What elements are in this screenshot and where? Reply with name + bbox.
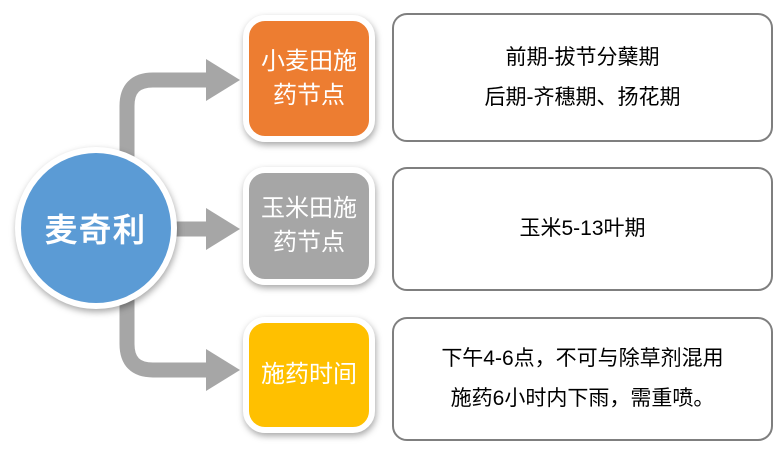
branch-label-line: 药节点	[273, 230, 345, 256]
detail-text-line: 下午4-6点，不可与除草剂混用	[441, 347, 724, 370]
branch-node-corn-timing: 玉米田施 药节点	[243, 167, 375, 285]
branch-label-line: 小麦田施	[261, 48, 357, 75]
branch-node-application-time: 施药时间	[243, 317, 375, 433]
branch-label-line: 玉米田施	[261, 196, 357, 222]
detail-text-line: 后期-齐穗期、扬花期	[484, 85, 681, 109]
connector-arrow-middle	[170, 208, 240, 250]
detail-text-line: 施药6小时内下雨，需重喷。	[450, 387, 715, 410]
detail-box-application-time: 下午4-6点，不可与除草剂混用 施药6小时内下雨，需重喷。	[392, 317, 773, 441]
root-label: 麦奇利	[44, 212, 147, 248]
detail-box-corn-timing: 玉米5-13叶期	[392, 167, 773, 291]
connector-arrow-top	[119, 59, 240, 175]
branch-node-wheat-timing: 小麦田施 药节点	[243, 15, 375, 142]
detail-text-line: 前期-拔节分蘖期	[505, 45, 660, 69]
detail-box-wheat-timing: 前期-拔节分蘖期 后期-齐穗期、扬花期	[392, 13, 773, 142]
branch-label-line: 施药时间	[261, 362, 357, 388]
detail-text-line: 玉米5-13叶期	[519, 217, 646, 240]
connector-arrow-bottom	[119, 285, 240, 391]
branch-label-line: 药节点	[273, 82, 345, 109]
root-node: 麦奇利	[15, 147, 177, 309]
